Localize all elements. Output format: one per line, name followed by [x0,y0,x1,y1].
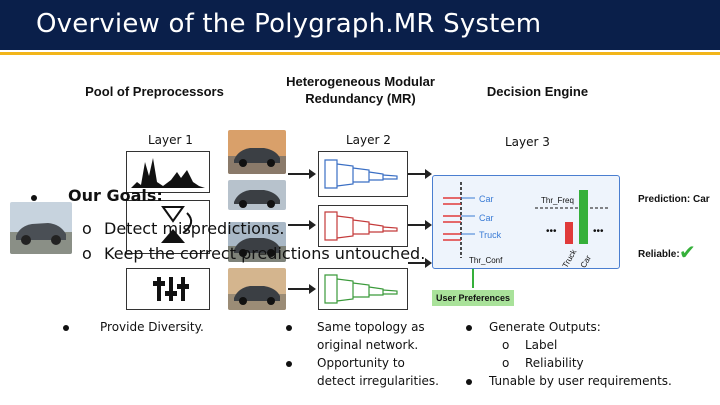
arrow-to-engine-1 [408,169,432,179]
network-stack-icon [324,211,398,241]
col2b-text-1: Opportunity to [317,356,405,370]
decision-engine-graphic: ••• ••• Truck Car [443,182,609,268]
col2b-text-2: detect irregularities. [317,374,439,388]
label-car-2: Car [479,213,494,223]
network-stack-icon [324,274,398,304]
arrow-to-model-1 [288,169,316,179]
label-thr-freq: Thr_Freq [541,196,574,205]
col3-tail: Tunable by user requirements. [489,374,672,388]
bullet-dot-col2b [286,361,292,367]
svg-text:•••: ••• [593,226,604,237]
pool-header: Pool of Preprocessors [85,84,224,99]
check-icon: ✔ [679,240,696,264]
layer-3-label: Layer 3 [505,135,550,149]
mr-header-line2: Redundancy (MR) [305,91,416,106]
preprocessed-car-3 [228,222,286,262]
arrow-to-engine-2 [408,220,432,230]
user-preferences-tag: User Preferences [432,290,514,306]
col2a-text-2: original network. [317,338,419,352]
svg-text:•••: ••• [546,226,557,237]
histogram-icon [131,158,205,188]
preprocessed-car-2 [228,180,286,210]
col3-head: Generate Outputs: [489,320,601,334]
layer-1-label: Layer 1 [148,133,193,147]
goal-sub-marker-1: o [82,219,92,238]
bullet-dot-col2a [286,325,292,331]
bullet-dot-col1 [63,325,69,331]
bar-car [579,190,588,244]
bar-truck [565,222,573,244]
network-stack-icon [324,159,398,189]
title-underline [0,52,720,55]
model-box-1 [318,151,408,197]
model-box-2 [318,205,408,247]
goal-item-2: Keep the correct predictions untouched. [104,244,426,263]
decision-header: Decision Engine [486,84,589,99]
arrow-to-engine-3 [408,258,432,268]
label-thr-conf: Thr_Conf [469,256,503,265]
user-preferences-arrow [472,269,474,288]
col3-sub-1: Label [525,338,558,352]
goal-item-1: Detect mispredictions. [104,219,285,238]
arrow-to-model-2 [288,220,316,230]
col3-sub-marker-2: o [502,356,510,370]
col3-sub-marker-1: o [502,338,510,352]
triangle-filter-icon [161,206,193,243]
prediction-output: Prediction: Car [638,194,710,205]
arrow-to-model-3 [288,284,316,294]
denoise-preprocessor-box [126,200,210,254]
label-car-1: Car [479,194,494,204]
goals-bullet [31,195,37,201]
reliable-output: Reliable: [638,249,680,260]
sliders-icon [153,277,189,301]
slide-title: Overview of the Polygraph.MR System [36,9,542,39]
title-bar: Overview of the Polygraph.MR System [0,0,720,50]
mr-header-line1: Heterogeneous Modular [286,74,435,89]
col3-sub-2: Reliability [525,356,584,370]
bullet-dot-col3a [466,325,472,331]
col2a-text-1: Same topology as [317,320,425,334]
model-box-3 [318,268,408,310]
equalizer-preprocessor-box [126,268,210,310]
decision-engine-panel: Car Car Truck Thr_Conf Thr_Freq ••• ••• … [432,175,620,269]
layer-2-label: Layer 2 [346,133,391,147]
col1-text: Provide Diversity. [100,320,204,334]
label-truck: Truck [479,230,502,240]
preprocessed-car-1 [228,130,286,174]
histogram-preprocessor-box [126,151,210,193]
goal-sub-marker-2: o [82,244,92,263]
bullet-dot-col3b [466,379,472,385]
goals-heading: Our Goals: [68,186,163,205]
input-car-image [10,202,72,254]
preprocessed-car-4 [228,268,286,310]
